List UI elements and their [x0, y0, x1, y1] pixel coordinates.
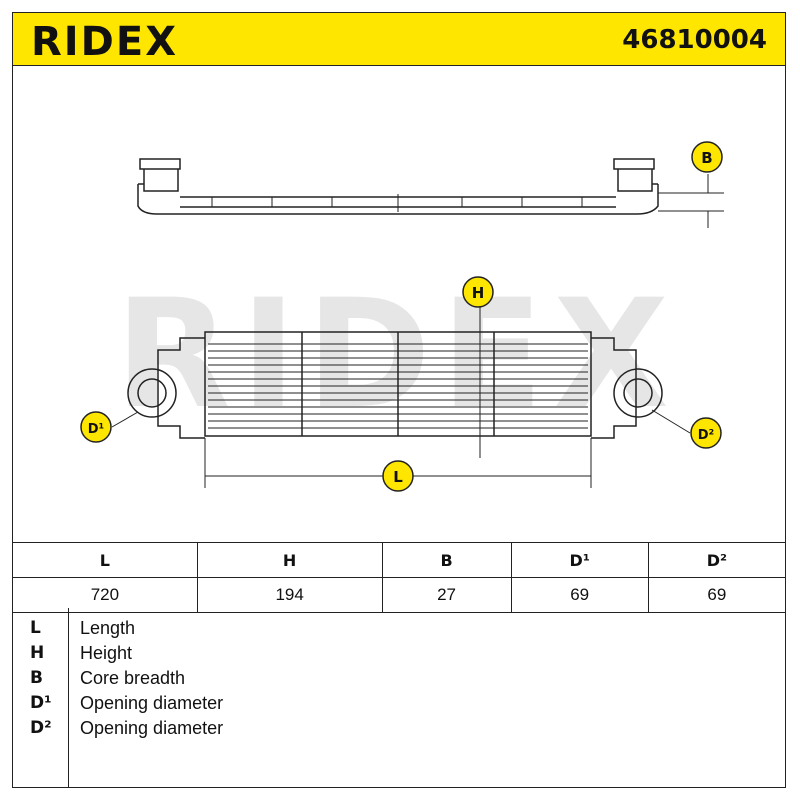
dim-value-b: 27: [381, 577, 512, 613]
legend-key: D¹: [30, 693, 52, 713]
legend-row: B Core breadth: [12, 668, 786, 693]
legend-row: D² Opening diameter: [12, 718, 786, 743]
opening-right: [613, 368, 663, 418]
dimension-b: [658, 174, 724, 228]
part-number: 46810004: [622, 25, 767, 55]
brand-logo: RIDEX: [31, 19, 179, 65]
legend-key: D²: [30, 718, 52, 738]
dimensions-table: L H B D¹ D² 720 194 27 69 69: [12, 542, 787, 613]
callout-h-marker: [462, 276, 494, 308]
core-fins: [208, 343, 588, 429]
legend-divider: [68, 608, 69, 788]
dim-header-d1: D¹: [510, 542, 649, 578]
legend-row: L Length: [12, 618, 786, 643]
callout-d1: D¹: [88, 422, 105, 437]
front-view: [157, 331, 637, 439]
legend-label: Opening diameter: [80, 693, 224, 713]
dim-header-l: L: [12, 542, 198, 578]
legend-label: Opening diameter: [80, 718, 224, 738]
dim-value-l: 720: [12, 577, 198, 613]
callout-l-marker: [382, 460, 414, 492]
dim-header-h: H: [196, 542, 383, 578]
opening-left: [127, 368, 177, 418]
legend: L Length H Height B Core breadth D¹ Open…: [12, 608, 786, 788]
callout-h: H: [472, 284, 485, 302]
dim-header-d2: D²: [647, 542, 787, 578]
callout-d2: D²: [698, 428, 715, 443]
legend-key: H: [30, 643, 45, 663]
callout-d2-leader: [651, 409, 691, 434]
dim-header-b: B: [381, 542, 512, 578]
legend-key: B: [30, 668, 43, 688]
callout-b: B: [701, 149, 712, 167]
watermark: RIDEX: [115, 268, 679, 442]
technical-drawing: RIDEX B: [80, 141, 724, 492]
legend-label: Core breadth: [80, 668, 186, 688]
callout-d1-leader: [111, 411, 139, 428]
callout-l: L: [393, 468, 403, 486]
legend-row: H Height: [12, 643, 786, 668]
callout-b-marker: [691, 141, 723, 173]
header-bar: RIDEX 46810004: [12, 12, 786, 66]
dimensions-value-row: 720 194 27 69 69: [12, 577, 787, 613]
legend-label: Length: [80, 618, 136, 638]
legend-row: D¹ Opening diameter: [12, 693, 786, 718]
dimensions-header-row: L H B D¹ D²: [12, 542, 787, 578]
dim-value-h: 194: [196, 577, 383, 613]
callout-d2-marker: [690, 417, 722, 449]
callout-d1-marker: [80, 411, 112, 443]
dim-value-d1: 69: [510, 577, 649, 613]
top-view: [137, 158, 659, 215]
legend-key: L: [30, 618, 41, 638]
dim-value-d2: 69: [647, 577, 787, 613]
legend-label: Height: [80, 643, 133, 663]
